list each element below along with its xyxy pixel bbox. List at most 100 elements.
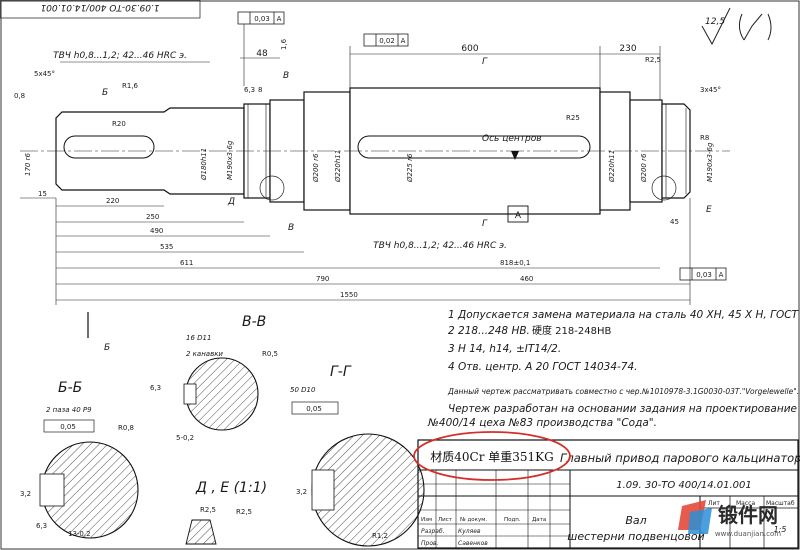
dim-535: 535	[160, 243, 173, 251]
dim-1550: 1550	[340, 291, 358, 299]
note-2-cn: 硬度 218-248HB	[532, 324, 611, 337]
svg-text:Масса: Масса	[736, 500, 755, 507]
datum-a-box	[507, 205, 529, 223]
title-block-name1: Вал	[625, 514, 646, 527]
thread-marks	[247, 104, 687, 198]
r8: R8	[700, 134, 709, 142]
remark-1: Данный чертеж рассматривать совместно с …	[447, 387, 799, 396]
dim-611: 611	[180, 259, 193, 267]
cut-b-top: Б	[102, 88, 108, 98]
r25: R25	[566, 114, 580, 122]
cut-e: Е	[706, 205, 712, 215]
tolerance-frame-bottom-right: 0,03 A	[679, 267, 727, 281]
svg-text:Изм: Изм	[421, 517, 432, 523]
dim-460: 460	[520, 275, 533, 283]
svg-text:№ докум.: № докум.	[460, 517, 487, 523]
lower-dimension-lines	[20, 197, 691, 305]
title-block: Главный привод парового кальцинатора №11…	[417, 439, 800, 549]
r20: R20	[112, 120, 126, 128]
vv-groove	[183, 383, 197, 405]
tvch-bottom: ТВЧ h0,8...1,2; 42...46 HRC э.	[373, 241, 507, 251]
svg-text:Дата: Дата	[532, 517, 546, 523]
title-block-name2: шестерни подвенцовой	[567, 530, 704, 543]
svg-text:A: A	[515, 211, 522, 221]
dim-phi220-right: Ø220h11	[608, 150, 616, 183]
tvch-top: ТВЧ h0,8...1,2; 42...46 HRC э.	[53, 51, 187, 61]
title-block-title: Главный привод парового кальцинатора №11	[560, 451, 800, 465]
cut-g-top: Г	[482, 57, 488, 67]
axis-label: Ось центров	[482, 134, 542, 144]
r2-5-top: R2,5	[645, 56, 661, 64]
dim-45: 45	[670, 218, 679, 226]
cut-v-top: В	[283, 71, 289, 81]
gg-r12: R1,2	[372, 532, 388, 540]
dim-8: 8	[258, 86, 262, 94]
gg-3-2: 3,2	[296, 488, 307, 496]
bb-13: 13-0,2	[68, 530, 91, 538]
dim-phi200-left: Ø200 r6	[312, 153, 320, 183]
svg-text:A: A	[401, 37, 406, 45]
section-gg-title: Г-Г	[330, 364, 352, 380]
technical-notes: 1 Допускается замена материала на сталь …	[427, 309, 800, 429]
gg-tol-frame	[291, 401, 339, 415]
vv-6-3: 6,3	[150, 384, 161, 392]
svg-text:Разраб.: Разраб.	[421, 528, 445, 535]
remark-2: Чертеж разработан на основании задания н…	[448, 403, 797, 415]
vv-dim-16: 16 D11	[186, 334, 211, 342]
bb-6-3: 6,3	[36, 522, 47, 530]
detail-circle-d	[259, 175, 285, 201]
watermark-brand: 锻件网	[718, 503, 778, 527]
detail-circle-e	[651, 175, 677, 201]
svg-text:0,05: 0,05	[60, 423, 76, 431]
note-3: 3 Н 14, h14, ±IT14/2.	[448, 343, 561, 355]
svg-text:0,05: 0,05	[306, 405, 322, 413]
center-triangle	[511, 151, 519, 160]
note-2: 2 218...248 НВ.	[448, 325, 530, 337]
cut-d: Д	[227, 197, 235, 207]
de-r25-b: R2,5	[236, 508, 252, 516]
svg-text:0,03: 0,03	[254, 15, 270, 23]
svg-text:Лист: Лист	[438, 517, 453, 523]
svg-text:0,03: 0,03	[696, 271, 712, 279]
dim-phi200-right: Ø200 r6	[640, 153, 648, 183]
dim-230: 230	[619, 44, 636, 54]
dim-48: 48	[256, 49, 268, 59]
svg-text:Савенков: Савенков	[458, 540, 488, 547]
svg-text:A: A	[277, 15, 282, 23]
tolerance-frame-top-left: 0,03 A	[237, 11, 285, 86]
svg-text:Подп.: Подп.	[504, 517, 521, 523]
dim-600: 600	[461, 44, 478, 54]
gg-keyway	[311, 469, 335, 511]
cut-b-bottom: Б	[104, 343, 110, 353]
material-highlight-ellipse	[413, 431, 571, 481]
cut-g-bottom: Г	[482, 219, 488, 229]
watermark-url: www.duanjian.com	[715, 530, 781, 538]
keyway-left	[63, 135, 155, 159]
dim-phi180: Ø180h11	[200, 148, 208, 181]
roughness-symbol: 12,5	[701, 7, 772, 46]
dim-m190-left: M190x3-6g	[226, 140, 234, 180]
dim-15: 15	[38, 190, 47, 198]
svg-text:0,02: 0,02	[379, 37, 395, 45]
dim-250: 250	[146, 213, 159, 221]
remark-3: №400/14 цеха №83 производства "Сода".	[427, 417, 657, 429]
svg-text:1:5: 1:5	[774, 525, 787, 534]
svg-text:A: A	[719, 271, 724, 279]
rotated-stamp-number: 1.09.30-ТО 400/14.01.001	[40, 2, 159, 12]
vv-r05: R0,5	[262, 350, 278, 358]
tolerance-frame-top-mid: 0,02 A	[363, 33, 409, 47]
svg-text:Лит: Лит	[708, 500, 720, 507]
dim-0-8: 0,8	[14, 92, 25, 100]
svg-text:Куляев: Куляев	[458, 528, 481, 535]
watermark: 锻件网 www.duanjian.com	[678, 500, 781, 538]
dim-phi170: 170 r6	[24, 153, 32, 176]
bb-r08: R0,8	[118, 424, 134, 432]
dim-phi220-left: Ø220h11	[334, 150, 342, 183]
detail-de-shape	[185, 519, 217, 545]
dim-790: 790	[316, 275, 329, 283]
dim-818: 818±0,1	[500, 259, 530, 267]
dim-5x45: 5х45°	[34, 70, 55, 78]
note-1: 1 Допускается замена материала на сталь …	[448, 309, 800, 321]
cut-v-bottom: В	[288, 223, 294, 233]
